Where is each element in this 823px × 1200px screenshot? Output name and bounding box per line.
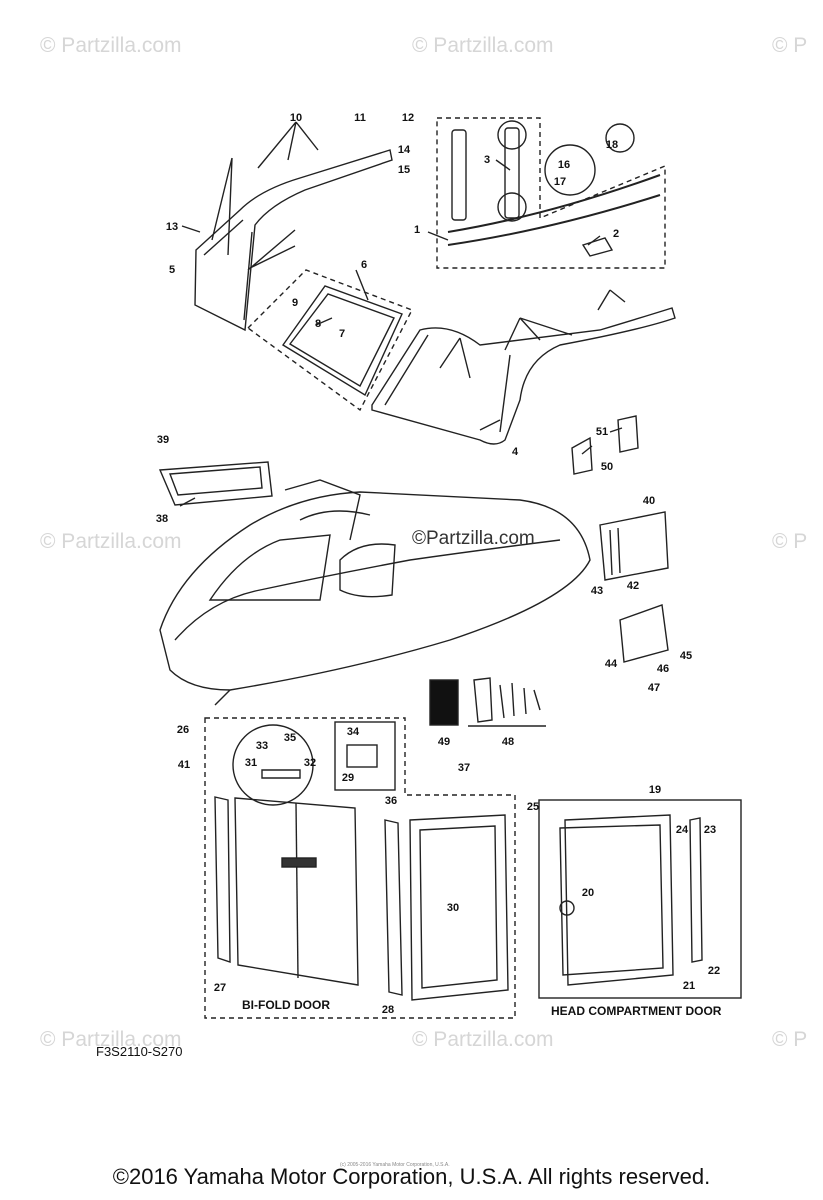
callout: 26 [176, 724, 190, 736]
callout: 5 [168, 264, 176, 276]
callout: 46 [656, 663, 670, 675]
callout: 44 [604, 658, 618, 670]
callout: 45 [679, 650, 693, 662]
callout: 19 [648, 784, 662, 796]
callout: 4 [511, 446, 519, 458]
center-window [281, 285, 403, 397]
callout: 10 [289, 112, 303, 124]
callout: 11 [354, 112, 366, 124]
callout: 50 [600, 461, 614, 473]
head-compartment-caption: HEAD COMPARTMENT DOOR [551, 1004, 722, 1018]
watermark: © Partzilla.com [40, 34, 182, 57]
micro-copyright: (c) 2005-2016 Yamaha Motor Corporation, … [340, 1162, 450, 1168]
callout: 12 [401, 112, 415, 124]
watermark: © Partzilla.com [412, 1028, 554, 1051]
callout: 7 [338, 328, 346, 340]
callout: 27 [213, 982, 227, 994]
callout: 18 [605, 139, 619, 151]
callout: 14 [397, 144, 411, 156]
callout: 43 [590, 585, 604, 597]
callout: 16 [557, 159, 571, 171]
boat-hull [159, 491, 591, 691]
callout: 23 [703, 824, 717, 836]
callout: 47 [647, 682, 661, 694]
head-door-frame [564, 814, 674, 986]
callout: 13 [165, 221, 179, 233]
callout: 1 [413, 224, 421, 236]
watermark: © P [772, 34, 808, 57]
bifold-caption: BI-FOLD DOOR [242, 998, 330, 1012]
callout: 3 [483, 154, 491, 166]
callout: 6 [360, 259, 368, 271]
watermark: © Partzilla.com [40, 530, 182, 553]
callout: 28 [381, 1004, 395, 1016]
callout: 32 [303, 757, 317, 769]
callout: 24 [675, 824, 689, 836]
watermark: © P [772, 530, 808, 553]
callout: 49 [437, 736, 451, 748]
callout: 17 [553, 176, 567, 188]
callout: 8 [314, 318, 322, 330]
center-watermark: ©Partzilla.com [412, 528, 535, 549]
copyright-footer: ©2016 Yamaha Motor Corporation, U.S.A. A… [112, 1164, 711, 1189]
callout: 42 [626, 580, 640, 592]
inset-box [436, 117, 666, 269]
callout: 25 [526, 801, 540, 813]
callout: 31 [244, 757, 258, 769]
callout: 15 [397, 164, 411, 176]
callout: 21 [682, 980, 696, 992]
storage-bin [158, 461, 273, 506]
callout: 35 [283, 732, 297, 744]
callout: 34 [346, 726, 360, 738]
callout: 48 [501, 736, 515, 748]
bifold-door [234, 797, 359, 986]
bifold-dashed-box [204, 717, 516, 1019]
callout: 51 [595, 426, 609, 438]
kit-49 [429, 679, 459, 726]
callout: 36 [384, 795, 398, 807]
callout: 29 [341, 772, 355, 784]
watermark: © Partzilla.com [40, 1028, 182, 1051]
callout: 2 [612, 228, 620, 240]
callout: 20 [581, 887, 595, 899]
callout: 9 [291, 297, 299, 309]
head-door-box [538, 799, 742, 999]
callout: 38 [155, 513, 169, 525]
watermark: © P [772, 1028, 808, 1051]
callout: 22 [707, 965, 721, 977]
cushion-44 [619, 604, 669, 663]
callout: 37 [457, 762, 471, 774]
watermark: © Partzilla.com [412, 34, 554, 57]
figure-code: F3S2110-S270 [96, 1044, 183, 1059]
callout: 41 [177, 759, 191, 771]
left-windshield [194, 149, 393, 332]
right-windshield [371, 307, 676, 445]
center-frame-dashed [246, 269, 413, 412]
callout: 39 [156, 434, 170, 446]
callout: 30 [446, 902, 460, 914]
callout: 33 [255, 740, 269, 752]
callout: 40 [642, 495, 656, 507]
cushion-40 [599, 511, 669, 581]
door-frame-30 [409, 814, 509, 1001]
